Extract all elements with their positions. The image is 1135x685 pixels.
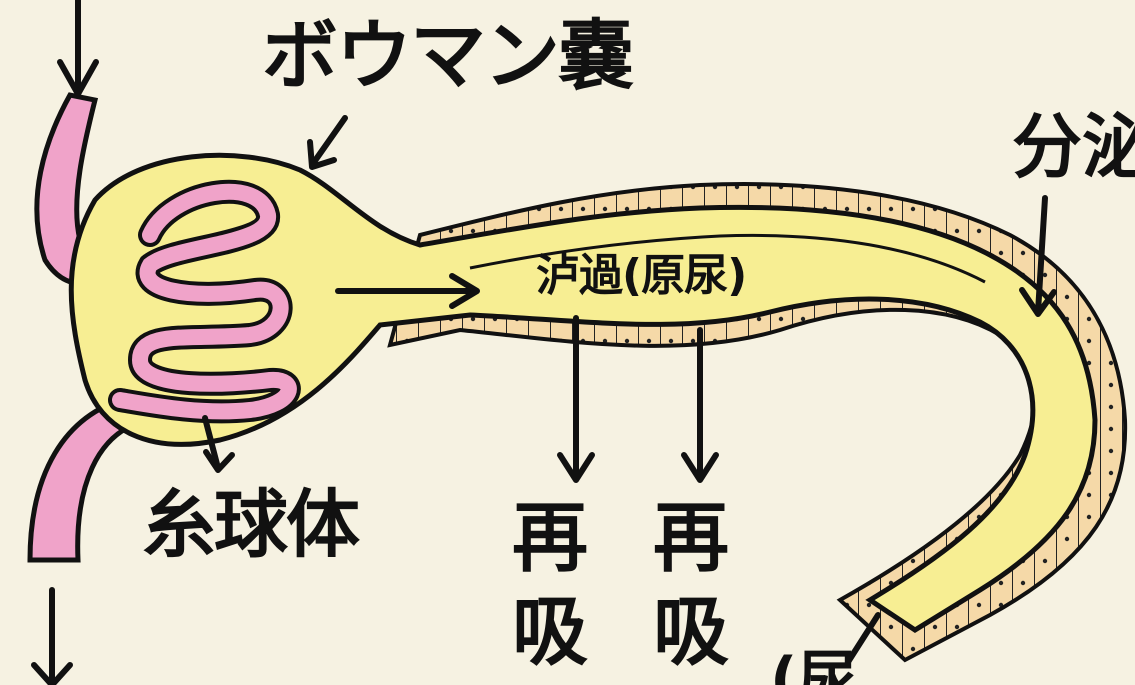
glomerulus-capillary-fill — [112, 183, 297, 420]
reabsorption-char: 吸 — [512, 587, 588, 676]
bowman-capsule — [68, 152, 1098, 633]
secretion-arrow — [1019, 195, 1057, 317]
reabsorption-char: 再 — [512, 493, 588, 582]
tubule-inner-wall — [469, 233, 986, 284]
bottom-arrow — [845, 612, 881, 665]
reabsorption-arrow-1 — [557, 315, 595, 483]
reabsorption-arrow-2 — [681, 327, 719, 483]
filtration-label: 泸過(原尿) — [536, 250, 747, 301]
reabsorption-char: 吸 — [653, 587, 729, 676]
secretion-label: 分泌 — [1012, 106, 1135, 188]
bowman-capsule-label: ボウマン嚢 — [262, 11, 634, 100]
glomerulus-label: 糸球体 — [142, 482, 360, 568]
filtration-arrow — [335, 273, 480, 309]
glomerulus-pointer-arrow — [202, 415, 235, 473]
inflow-arrow — [57, 0, 99, 97]
reabsorption-label-1: 再 吸 — [512, 500, 588, 685]
reabsorption-char: 再 — [653, 493, 729, 582]
bowman-pointer-arrow — [307, 115, 348, 170]
reabsorption-label-2: 再 吸 — [653, 500, 729, 685]
urine-label-partial: (尿 — [770, 645, 858, 685]
outflow-arrow — [31, 587, 73, 685]
